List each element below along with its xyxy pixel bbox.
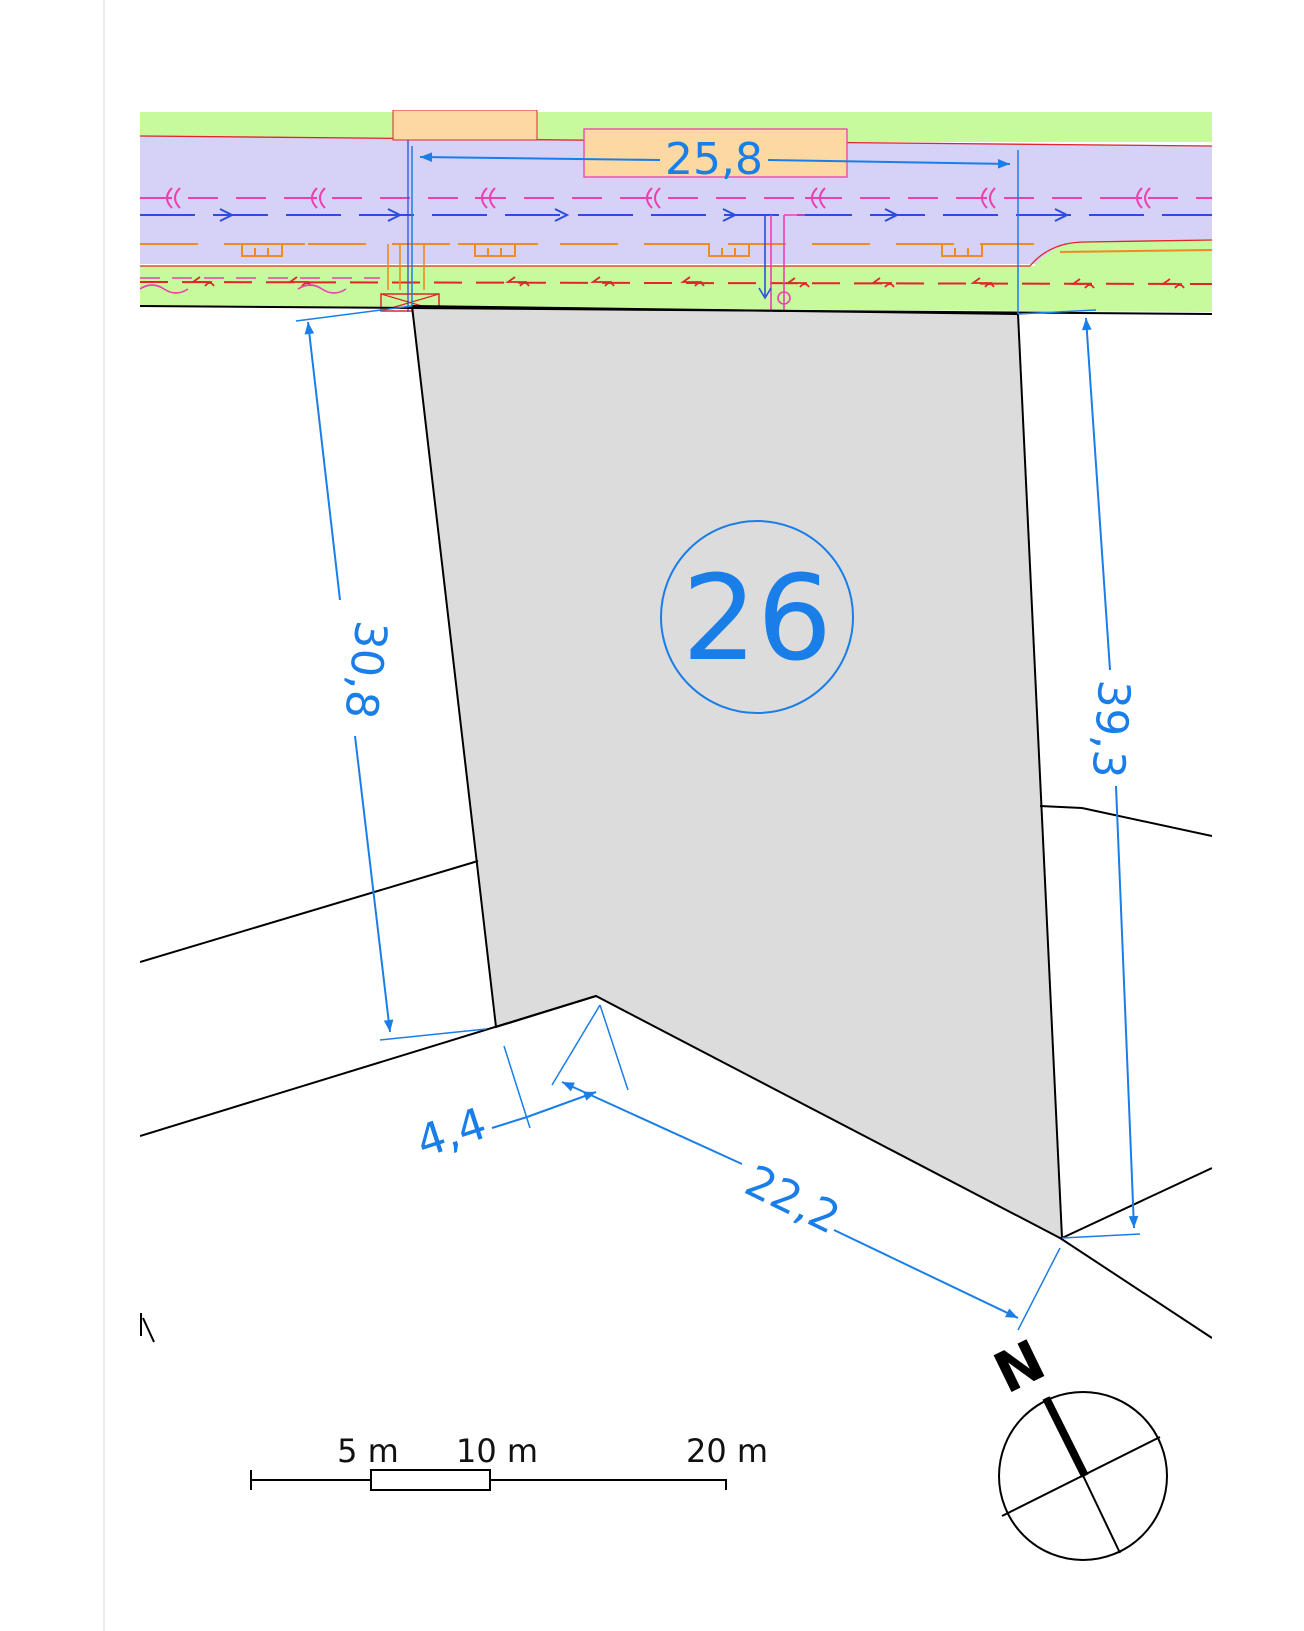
dim-label-west: 30,8 (334, 618, 396, 721)
power-line-symbols (190, 276, 1185, 289)
plot-26-area (410, 304, 1064, 1239)
dimension-east-side: 39,3 (1017, 309, 1141, 1239)
dim-label-east: 39,3 (1082, 678, 1140, 779)
hatch-fragment (140, 1313, 155, 1343)
utility-power-line (140, 281, 1212, 285)
street-corridor (140, 110, 1212, 346)
gas-line-symbols (160, 187, 1151, 209)
parking-area-center (583, 128, 848, 178)
dimension-street-frontage: 25,8 (411, 134, 1019, 314)
plot-number-badge: 26 (660, 520, 854, 714)
scale-label-10m: 10 m (456, 1432, 538, 1470)
plot-number: 26 (682, 549, 832, 687)
scale-bar: 5 m 10 m 20 m (250, 1432, 768, 1491)
verge-wave-line (140, 284, 347, 294)
water-line-arrows (219, 208, 1070, 222)
dim-label-street: 25,8 (665, 134, 763, 185)
dim-label-rear-long: 22,2 (737, 1156, 847, 1245)
north-arrow-icon: N (985, 1328, 1168, 1561)
dimension-rear-short: 4,4 (410, 1004, 629, 1168)
dim-label-rear-short: 4,4 (410, 1098, 492, 1168)
scale-label-5m: 5 m (337, 1432, 399, 1470)
house-connection-left (380, 140, 440, 312)
parking-area-left (392, 110, 538, 141)
dimension-west-side: 30,8 (295, 305, 487, 1041)
scale-label-20m: 20 m (686, 1432, 768, 1470)
north-label: N (985, 1328, 1056, 1407)
telecom-symbols (225, 243, 1212, 257)
